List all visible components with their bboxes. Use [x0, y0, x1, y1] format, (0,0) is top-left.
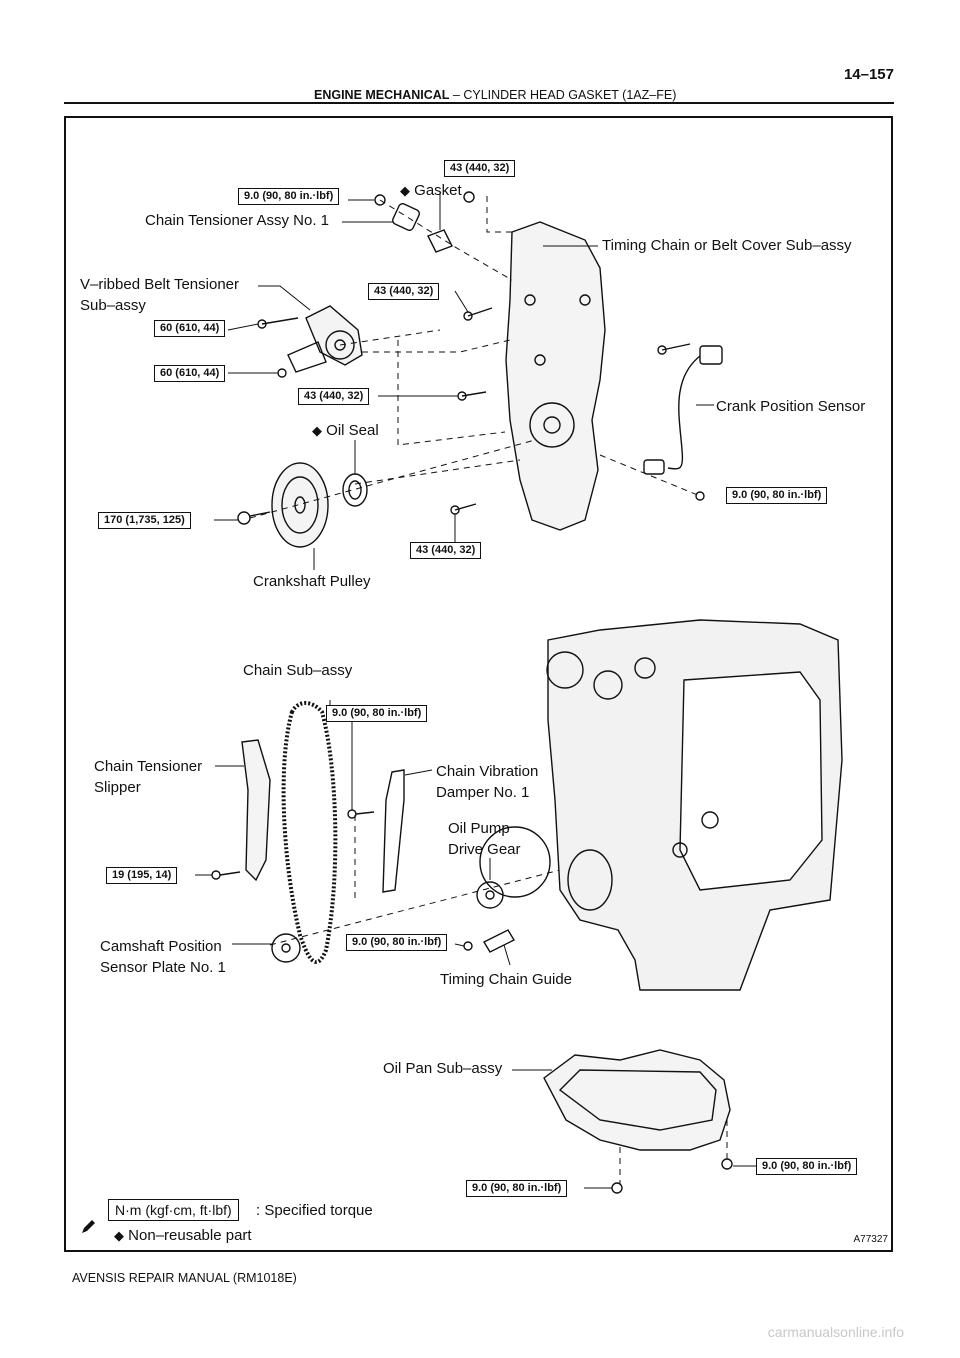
label-chain-subassy: Chain Sub–assy — [243, 662, 353, 679]
torque-box: 43 (440, 32) — [298, 388, 370, 405]
torque-box: 43 (440, 32) — [444, 160, 516, 177]
page-header: ENGINE MECHANICAL – CYLINDER HEAD GASKET… — [64, 66, 894, 104]
torque-box: 9.0 (90, 80 in.·lbf) — [326, 705, 428, 722]
label-timing-chain-guide: Timing Chain Guide — [440, 971, 573, 988]
legend-nonreusable: ◆ Non–reusable part — [114, 1227, 252, 1244]
label-vribbed-tensioner-1: V–ribbed Belt Tensioner — [80, 276, 239, 293]
torque-box: 9.0 (90, 80 in.·lbf) — [238, 188, 340, 205]
label-gasket: ◆ Gasket — [400, 182, 462, 199]
label-chain-vibration-damper-1: Chain Vibration — [436, 763, 539, 780]
figure-frame — [64, 116, 893, 1252]
label-oil-pump-drive-gear-1: Oil Pump — [448, 820, 510, 837]
watermark: carmanualsonline.info — [767, 1324, 904, 1340]
label-chain-tensioner-assy: Chain Tensioner Assy No. 1 — [145, 212, 329, 229]
label-oil-pump-drive-gear-2: Drive Gear — [448, 841, 521, 858]
label-crank-position-sensor: Crank Position Sensor — [716, 398, 866, 415]
torque-box: 9.0 (90, 80 in.·lbf) — [466, 1180, 568, 1197]
label-chain-vibration-damper-2: Damper No. 1 — [436, 784, 530, 801]
label-camshaft-plate-2: Sensor Plate No. 1 — [100, 959, 226, 976]
torque-box: 9.0 (90, 80 in.·lbf) — [756, 1158, 858, 1175]
figure-id: A77327 — [853, 1234, 888, 1245]
nonreusable-icon: ◆ — [312, 423, 322, 438]
nonreusable-icon: ◆ — [114, 1228, 124, 1243]
torque-box: 43 (440, 32) — [410, 542, 482, 559]
nonreusable-icon: ◆ — [400, 183, 410, 198]
label-vribbed-tensioner-2: Sub–assy — [80, 297, 146, 314]
header-rule — [64, 102, 894, 104]
legend-torque-units: N·m (kgf·cm, ft·lbf) — [108, 1199, 239, 1221]
label-chain-tensioner-slipper-1: Chain Tensioner — [94, 758, 203, 775]
torque-box: 9.0 (90, 80 in.·lbf) — [346, 934, 448, 951]
page-number: 14–157 — [843, 66, 894, 83]
section-title: ENGINE MECHANICAL – CYLINDER HEAD GASKET… — [314, 88, 677, 102]
label-timing-cover: Timing Chain or Belt Cover Sub–assy — [602, 237, 852, 254]
label-chain-tensioner-slipper-2: Slipper — [94, 779, 141, 796]
torque-box: 19 (195, 14) — [106, 867, 178, 884]
label-camshaft-plate-1: Camshaft Position — [100, 938, 222, 955]
torque-box: 9.0 (90, 80 in.·lbf) — [726, 487, 828, 504]
label-oil-pan: Oil Pan Sub–assy — [383, 1060, 503, 1077]
legend-torque-desc: : Specified torque — [256, 1202, 373, 1219]
torque-box: 43 (440, 32) — [368, 283, 440, 300]
torque-box: 170 (1,735, 125) — [98, 512, 191, 529]
torque-box: 60 (610, 44) — [154, 320, 226, 337]
footer-manual: AVENSIS REPAIR MANUAL (RM1018E) — [72, 1271, 297, 1285]
torque-box: 60 (610, 44) — [154, 365, 226, 382]
label-oil-seal: ◆ Oil Seal — [312, 422, 379, 439]
label-crankshaft-pulley: Crankshaft Pulley — [253, 573, 371, 590]
